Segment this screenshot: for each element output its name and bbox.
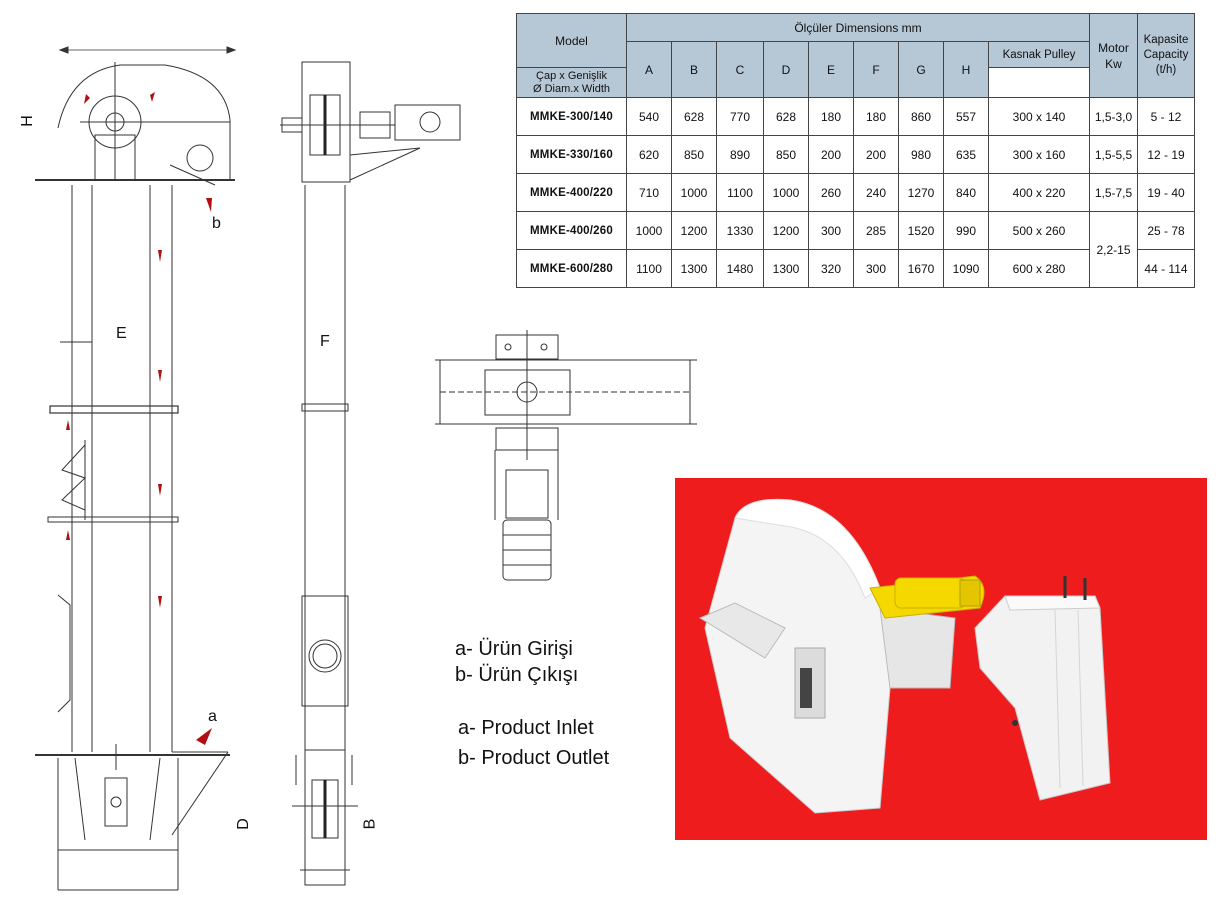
cell-g: 1670 [898,249,944,288]
cell-b: 850 [671,135,717,174]
cell-pulley: 600 x 280 [988,249,1090,288]
col-header-d: D [763,41,809,98]
table-row: MMKE-300/140 540 628 770 628 180 180 860… [516,97,1195,136]
col-header-f: F [853,41,899,98]
cell-a: 1000 [626,211,672,250]
pulley-header: Kasnak Pulley [988,41,1090,68]
cell-motor-merged: 2,2-15 [1089,211,1138,288]
cell-capacity: 25 - 78 [1137,211,1195,250]
cell-g: 860 [898,97,944,136]
motor-header: Motor Kw [1089,13,1138,98]
model-cell: MMKE-600/280 [516,249,627,288]
table-row: MMKE-600/280 1100 1300 1480 1300 320 300… [516,249,1195,288]
cell-d: 850 [763,135,809,174]
cell-capacity: 19 - 40 [1137,173,1195,212]
side-view-drawing [280,61,461,886]
cell-motor: 1,5-5,5 [1089,135,1138,174]
dimensions-table: Model Ölçüler Dimensions mm Motor Kw Kap… [516,13,1195,288]
cell-h: 635 [943,135,989,174]
dim-label-e: E [116,325,127,342]
cell-e: 200 [808,135,854,174]
cell-capacity: 12 - 19 [1137,135,1195,174]
dim-label-h: H [18,115,36,127]
cell-motor: 1,5-7,5 [1089,173,1138,212]
cell-d: 1200 [763,211,809,250]
cell-b: 1300 [671,249,717,288]
cell-d: 1000 [763,173,809,212]
cell-d: 628 [763,97,809,136]
cell-pulley: 400 x 220 [988,173,1090,212]
col-header-h: H [943,41,989,98]
legend-inlet-en: a- Product Inlet [458,717,594,739]
cell-e: 300 [808,211,854,250]
top-view-drawing [435,330,697,581]
product-photo [675,478,1207,840]
table-row: MMKE-400/260 1000 1200 1330 1200 300 285… [516,211,1195,288]
outlet-marker-label: b [212,215,221,232]
cell-h: 1090 [943,249,989,288]
cell-f: 300 [853,249,899,288]
pulley-subheader: Çap x Genişlik Ø Diam.x Width [516,67,627,98]
cell-h: 557 [943,97,989,136]
cell-capacity: 5 - 12 [1137,97,1195,136]
legend-tr: a- Ürün Girişi b- Ürün Çıkışı [455,636,578,688]
table-row: MMKE-400/220 710 1000 1100 1000 260 240 … [516,173,1195,212]
cell-h: 840 [943,173,989,212]
legend-outlet-tr: b- Ürün Çıkışı [455,664,579,686]
cell-f: 240 [853,173,899,212]
bucket-elevator-illustration [698,498,1111,814]
cell-g: 980 [898,135,944,174]
dim-label-f: F [320,333,330,350]
cell-pulley: 300 x 140 [988,97,1090,136]
cell-c: 1330 [716,211,764,250]
model-cell: MMKE-400/220 [516,173,627,212]
cell-g: 1520 [898,211,944,250]
table-row: MMKE-330/160 620 850 890 850 200 200 980… [516,135,1195,174]
cell-f: 200 [853,135,899,174]
inlet-marker-label: a [208,708,217,725]
cell-a: 1100 [626,249,672,288]
flow-arrows [66,92,212,745]
cell-pulley: 500 x 260 [988,211,1090,250]
cell-c: 770 [716,97,764,136]
cell-h: 990 [943,211,989,250]
cell-e: 260 [808,173,854,212]
legend-inlet-tr: a- Ürün Girişi [455,638,573,660]
col-header-g: G [898,41,944,98]
dim-label-d: D [234,818,252,830]
col-header-c: C [716,41,764,98]
model-header: Model [516,13,627,68]
front-view-drawing [35,46,237,891]
cell-e: 320 [808,249,854,288]
col-header-e: E [808,41,854,98]
cell-pulley: 300 x 160 [988,135,1090,174]
cell-d: 1300 [763,249,809,288]
cell-capacity: 44 - 114 [1137,249,1195,288]
cell-motor: 1,5-3,0 [1089,97,1138,136]
legend-outlet-en: b- Product Outlet [458,747,610,769]
cell-c: 1480 [716,249,764,288]
cell-b: 1000 [671,173,717,212]
dim-label-b: B [361,818,379,830]
cell-f: 180 [853,97,899,136]
cell-f: 285 [853,211,899,250]
legend-en: a- Product Inlet b- Product Outlet [458,713,609,773]
cell-e: 180 [808,97,854,136]
col-header-b: B [671,41,717,98]
cell-c: 1100 [716,173,764,212]
cell-g: 1270 [898,173,944,212]
cell-c: 890 [716,135,764,174]
technical-drawing [35,46,697,891]
capacity-header: Kapasite Capacity (t/h) [1137,13,1195,98]
